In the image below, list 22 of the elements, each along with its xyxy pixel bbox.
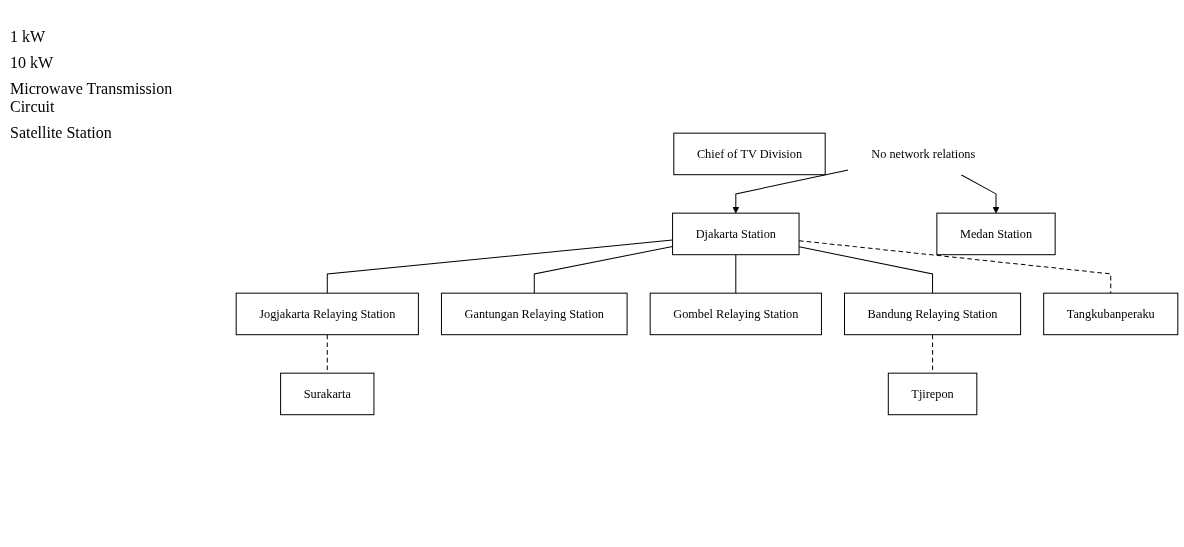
connector — [798, 239, 1112, 294]
connector — [735, 253, 737, 294]
node-box: Jogjakarta Relaying Station — [235, 292, 419, 335]
label-text: 10 kW — [10, 54, 55, 72]
node-box: Djakarta Station — [672, 212, 800, 255]
node-box: Gombel Relaying Station — [649, 292, 822, 335]
label-text: Satellite Station — [10, 124, 113, 142]
arrow — [732, 169, 849, 214]
connector — [326, 239, 674, 294]
node-box: Gantungan Relaying Station — [440, 292, 628, 335]
label-text: 1 kW — [10, 28, 47, 46]
label-text: Microwave Transmission Circuit — [10, 80, 174, 116]
arrow — [960, 173, 1000, 214]
node-box: Surakarta — [280, 372, 375, 415]
node-box: Medan Station — [936, 212, 1056, 255]
connector — [533, 245, 674, 294]
node-box: Tjirepon — [887, 372, 978, 415]
node-box: Bandung Relaying Station — [844, 292, 1022, 335]
connector — [798, 245, 934, 294]
node-box: Tangkubanperaku — [1043, 292, 1179, 335]
node-text: No network relations — [871, 146, 976, 160]
node-box: Chief of TV Division — [673, 132, 826, 175]
